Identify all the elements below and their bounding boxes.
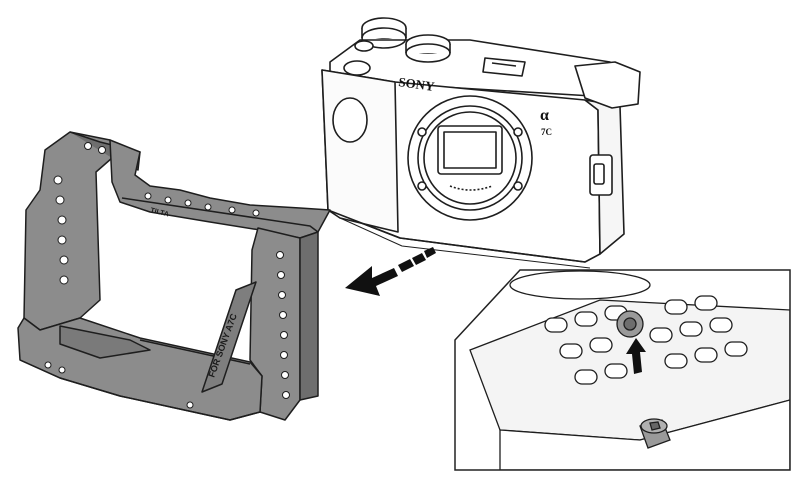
assembly-arrow [345,247,436,296]
assembly-arrow-tail-3 [424,247,436,258]
grip-texture [332,97,368,143]
inset-slot-pattern [544,295,748,385]
shutter-button [343,60,371,76]
viewfinder [574,61,641,109]
assembly-arrow-head [345,266,398,296]
cage-diagonal-brace [201,281,257,393]
power-switch [354,40,374,52]
assembly-arrow-tail-2 [412,253,426,265]
inset-up-arrow [626,338,646,374]
mount-contacts [449,185,493,191]
camera-alpha-symbol: α [540,107,549,124]
detail-inset-border [454,269,791,471]
camera-model-badge: 7C [541,127,552,137]
cage-logo-engraving: TILTA [150,207,170,218]
assembly-arrow-tail-1 [398,259,414,272]
inset-camera-bottom [509,270,651,300]
cage-top-rail [109,139,331,239]
detail-inset [455,270,790,470]
hot-shoe [482,57,526,77]
cage-holes [44,142,290,409]
side-port-latch [593,163,605,185]
camera-body [321,17,641,269]
cage-left-frame [23,131,113,331]
camera-brand-label: SONY [398,74,436,94]
camera-grip [321,69,399,233]
